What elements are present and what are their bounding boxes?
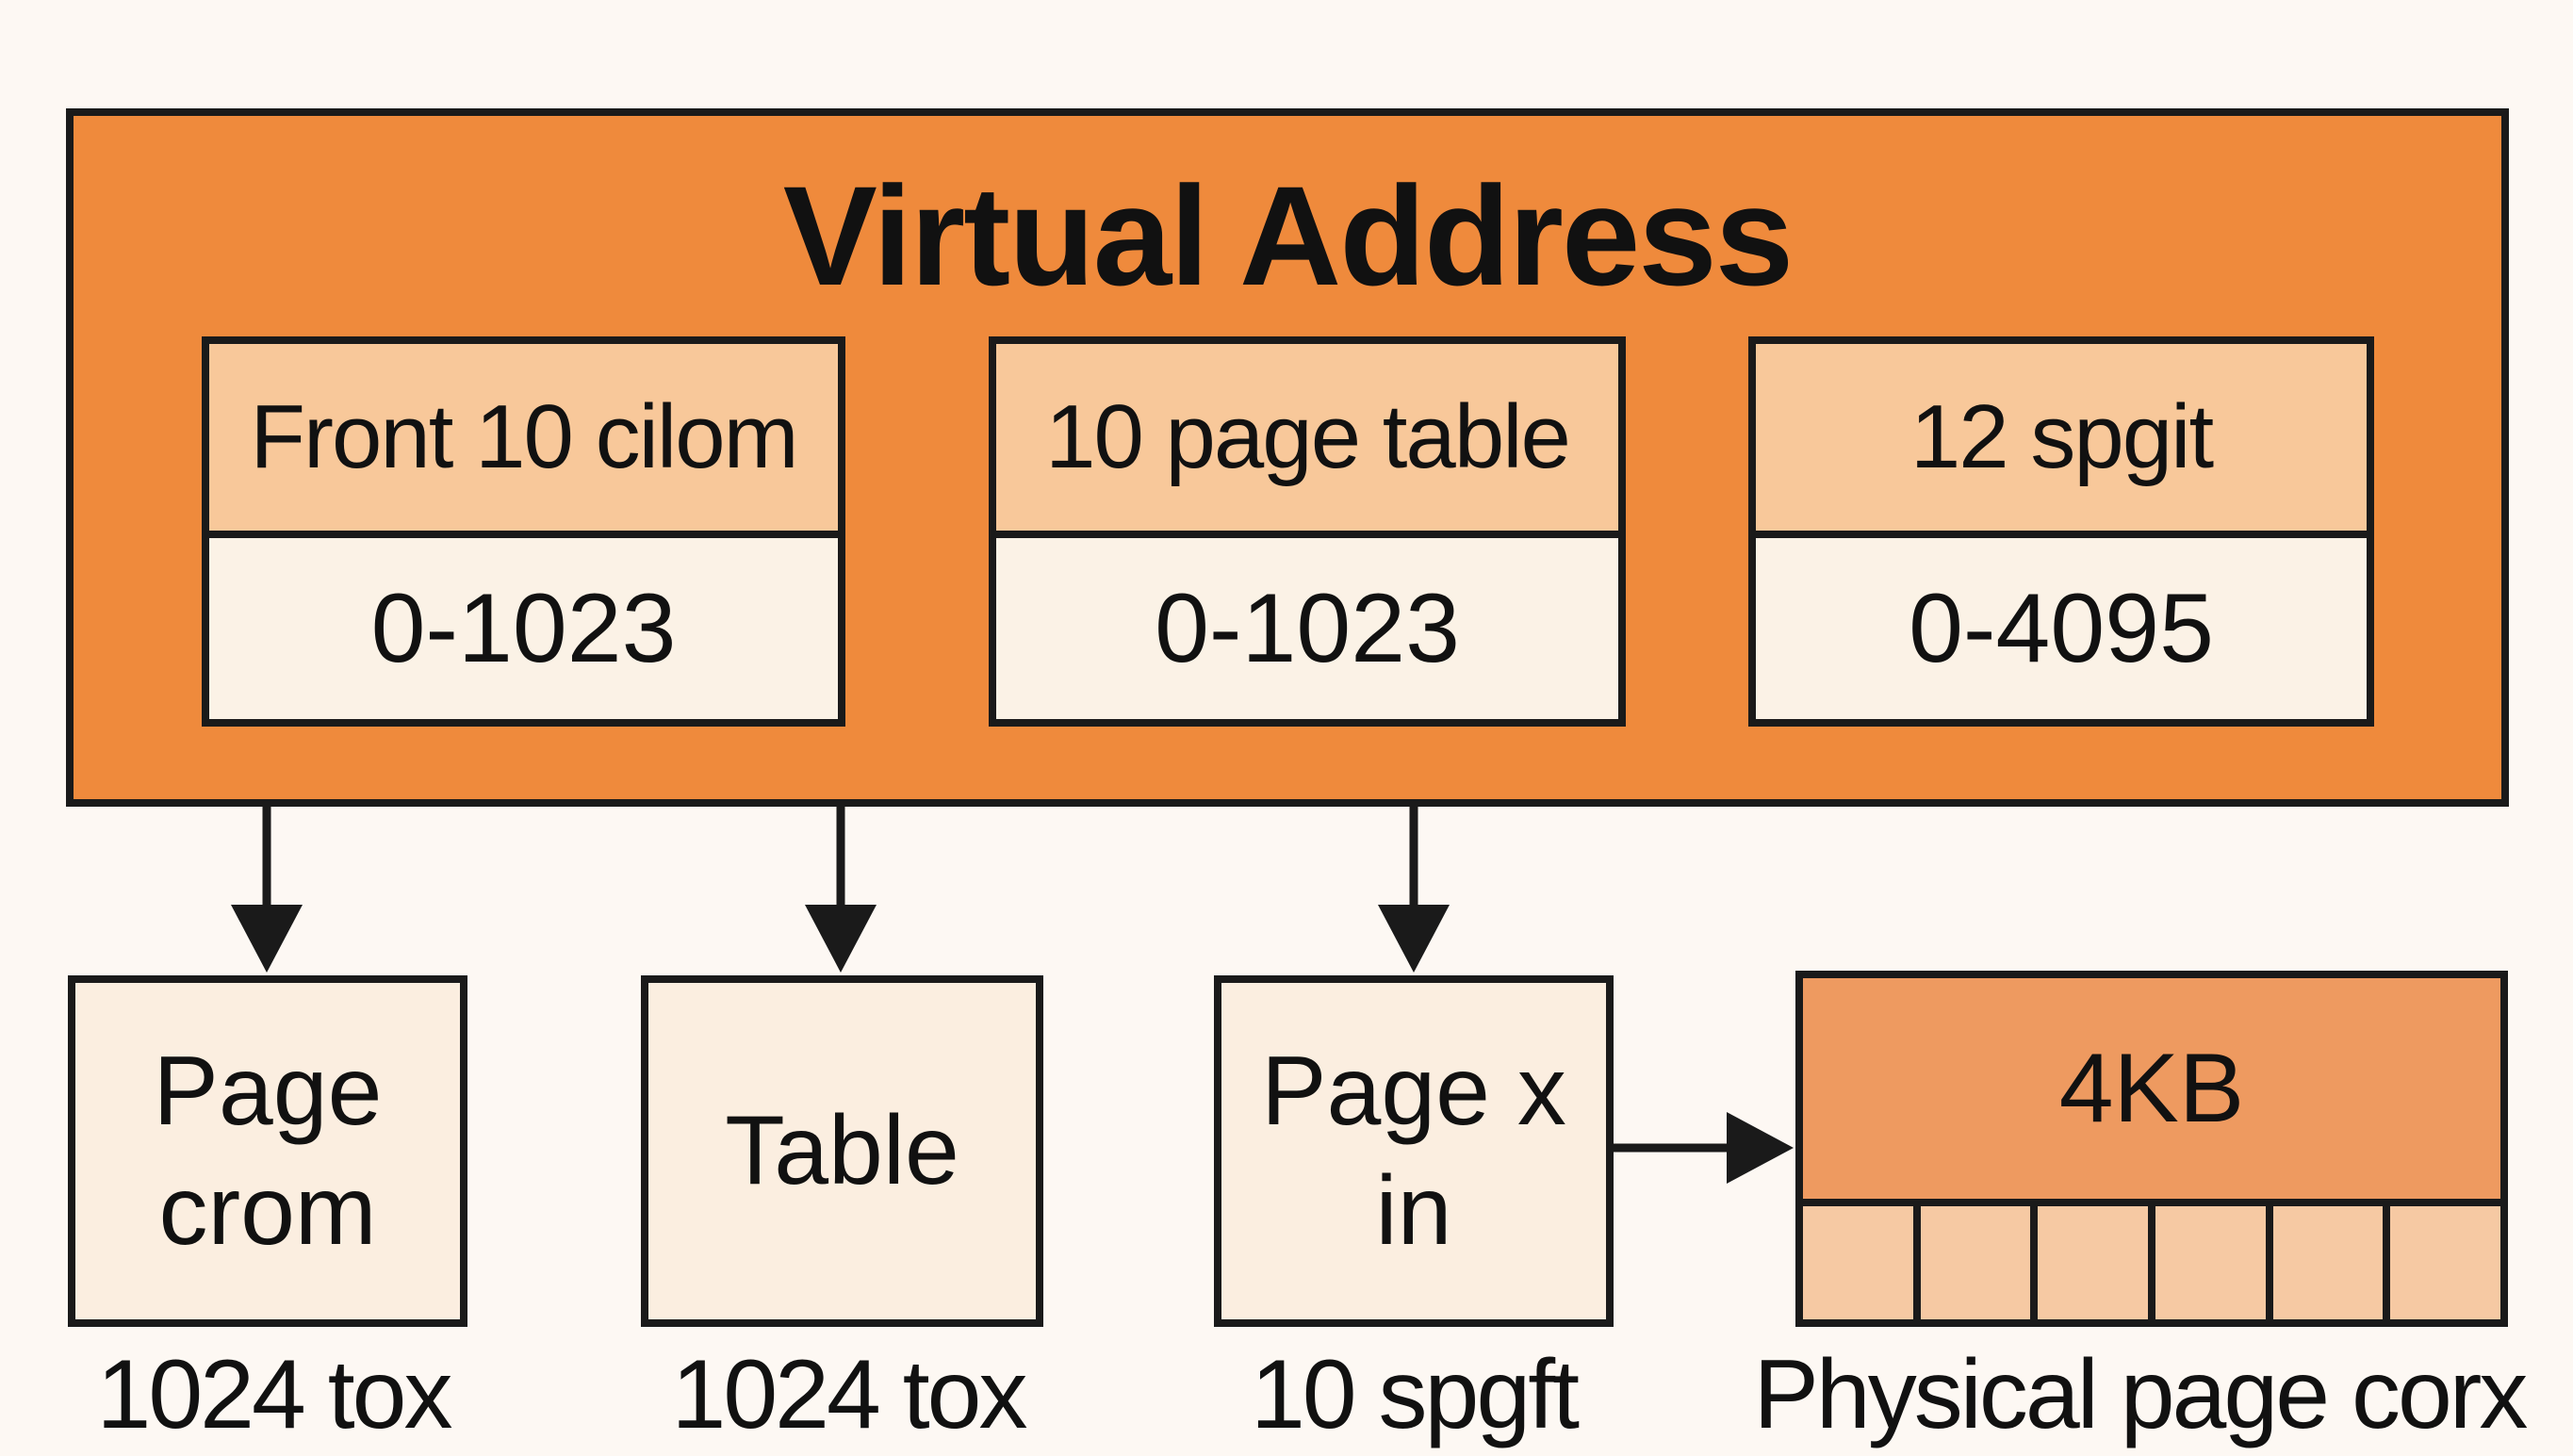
- page-directory-caption: 1024 tox: [96, 1339, 453, 1449]
- page-index-box: Page x in: [1214, 975, 1614, 1327]
- virtual-address-title: Virtual Address: [782, 155, 1794, 315]
- box-line: in: [1375, 1155, 1452, 1266]
- arrow-head-right: [1727, 1112, 1794, 1184]
- arrow-head-1: [231, 905, 303, 973]
- box-line: crom: [158, 1155, 377, 1266]
- physical-page-size: 4KB: [2058, 1033, 2245, 1143]
- physical-page-cell: [1920, 1206, 2039, 1319]
- page-index-caption: 10 spgft: [1250, 1339, 1580, 1449]
- field-page-table-index: 10 page table 0-1023: [989, 336, 1626, 727]
- physical-page-cell: [2272, 1206, 2391, 1319]
- physical-page-cell: [2155, 1206, 2273, 1319]
- field-offset: 12 spgit 0-4095: [1748, 336, 2374, 727]
- physical-page-cells: [1803, 1199, 2501, 1319]
- field-label: Front 10 cilom: [209, 344, 838, 538]
- field-range: 0-1023: [209, 538, 838, 719]
- page-table-caption: 1024 tox: [671, 1339, 1028, 1449]
- field-directory-index: Front 10 cilom 0-1023: [202, 336, 845, 727]
- physical-page-caption: Physical page corx: [1753, 1339, 2529, 1449]
- field-range: 0-1023: [996, 538, 1618, 719]
- field-label: 12 spgit: [1756, 344, 2367, 538]
- arrow-head-2: [805, 905, 877, 973]
- physical-page-cell: [2038, 1206, 2156, 1319]
- box-line: Page x: [1261, 1036, 1566, 1146]
- physical-page-cell: [2390, 1206, 2501, 1319]
- physical-page-cell: [1803, 1206, 1921, 1319]
- page-directory-box: Page crom: [68, 975, 467, 1327]
- arrow-head-3: [1378, 905, 1450, 973]
- field-range: 0-4095: [1756, 538, 2367, 719]
- page-table-box: Table: [641, 975, 1043, 1327]
- field-label: 10 page table: [996, 344, 1618, 538]
- box-line: Page: [153, 1036, 383, 1146]
- box-line: Table: [725, 1096, 959, 1206]
